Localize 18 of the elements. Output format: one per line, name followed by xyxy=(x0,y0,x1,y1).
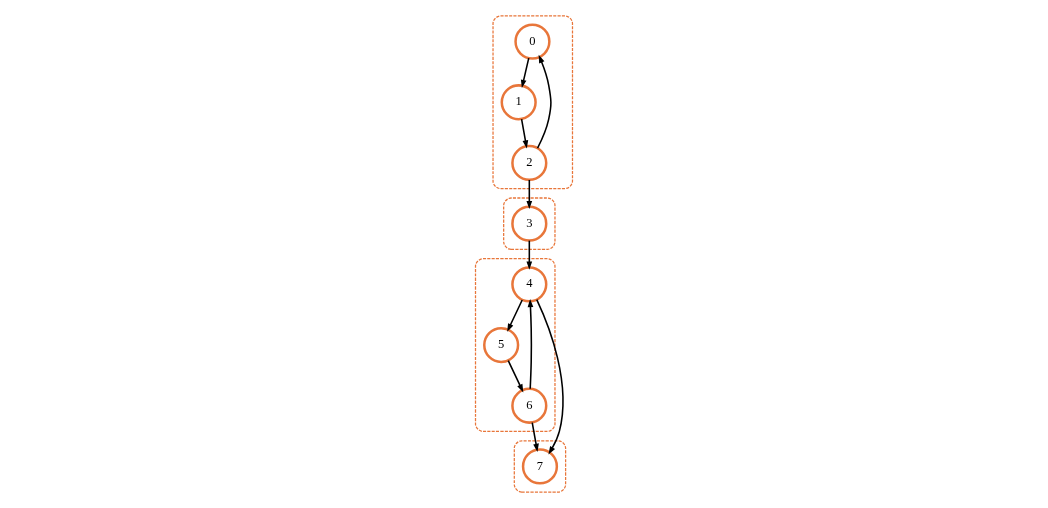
arrow xyxy=(527,299,534,390)
cluster xyxy=(492,15,574,190)
arrow xyxy=(526,179,533,210)
node-circle: 0 xyxy=(514,23,551,60)
node-circle: 4 xyxy=(511,266,548,303)
arrow xyxy=(507,359,524,393)
node-circle: 5 xyxy=(483,326,520,364)
node-circle: 6 xyxy=(511,387,548,424)
node-circle: 3 xyxy=(511,205,548,242)
arrow xyxy=(520,118,529,149)
arrow xyxy=(536,54,552,149)
arrow xyxy=(531,421,539,452)
arrow xyxy=(536,298,564,455)
arrow xyxy=(520,57,530,88)
arrow xyxy=(507,299,523,332)
node-circle: 1 xyxy=(500,84,537,121)
node-circle: 2 xyxy=(511,144,548,182)
arrow xyxy=(526,239,533,270)
